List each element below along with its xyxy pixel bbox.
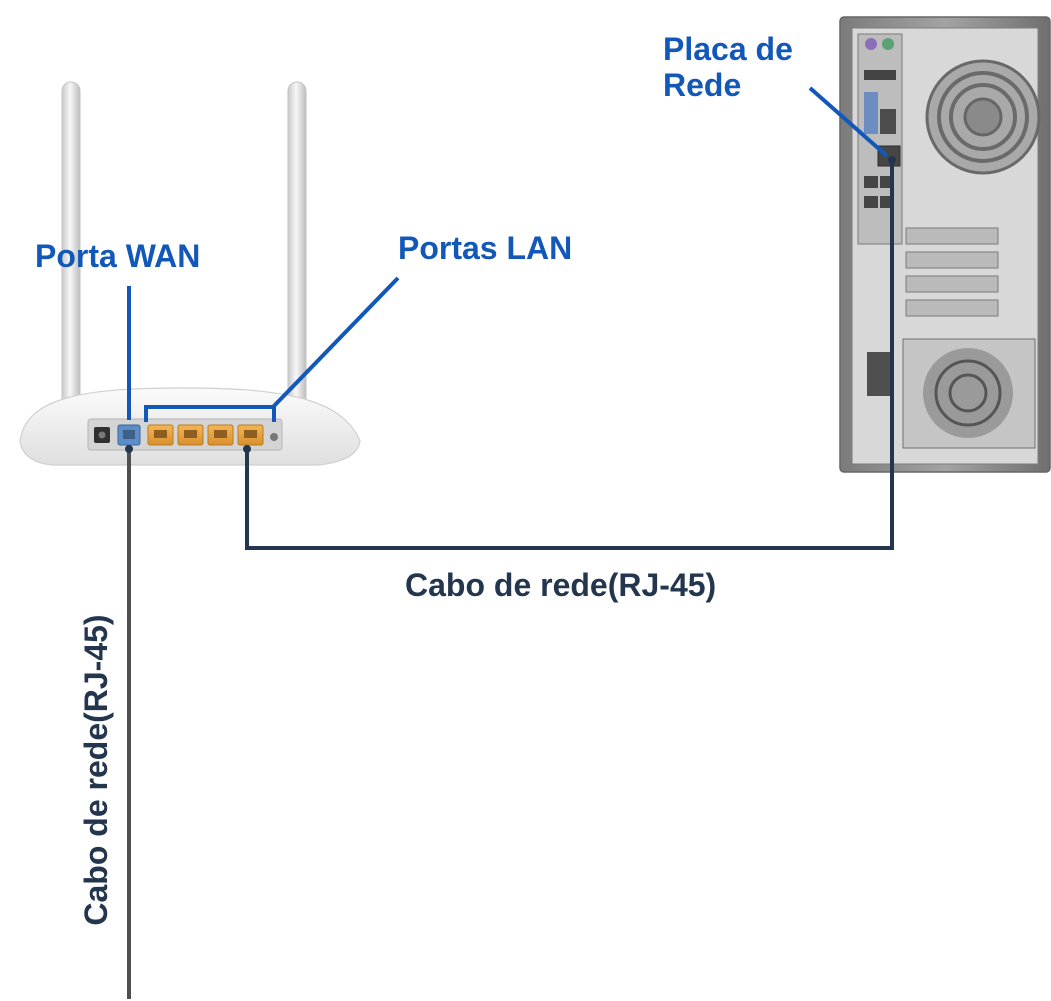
cable-endpoints — [125, 156, 896, 453]
wan-port-inner — [123, 430, 135, 439]
power-port-center — [98, 431, 106, 439]
right-antenna — [287, 81, 307, 413]
lan-callout-line — [271, 276, 400, 409]
horizontal-cable-label: Cabo de rede(RJ-45) — [405, 567, 717, 603]
reset-button — [270, 433, 278, 441]
callout-lines — [127, 86, 889, 422]
wan-port-label: Porta WAN — [35, 238, 201, 274]
network-cables — [127, 160, 894, 999]
horizontal-rj45-cable — [245, 160, 894, 550]
io-panel — [857, 33, 903, 245]
desktop-pc-icon — [839, 16, 1051, 473]
network-card-callout-line — [808, 86, 889, 158]
network-card-label-line2: Rede — [663, 66, 742, 103]
network-card-label: Placa de Rede — [663, 31, 793, 104]
network-card-label-line1: Placa de — [663, 31, 793, 67]
vertical-cable-label: Cabo de rede(RJ-45) — [78, 614, 115, 926]
lan-ports-label: Portas LAN — [398, 230, 573, 266]
lan-callout-bracket — [144, 405, 276, 422]
